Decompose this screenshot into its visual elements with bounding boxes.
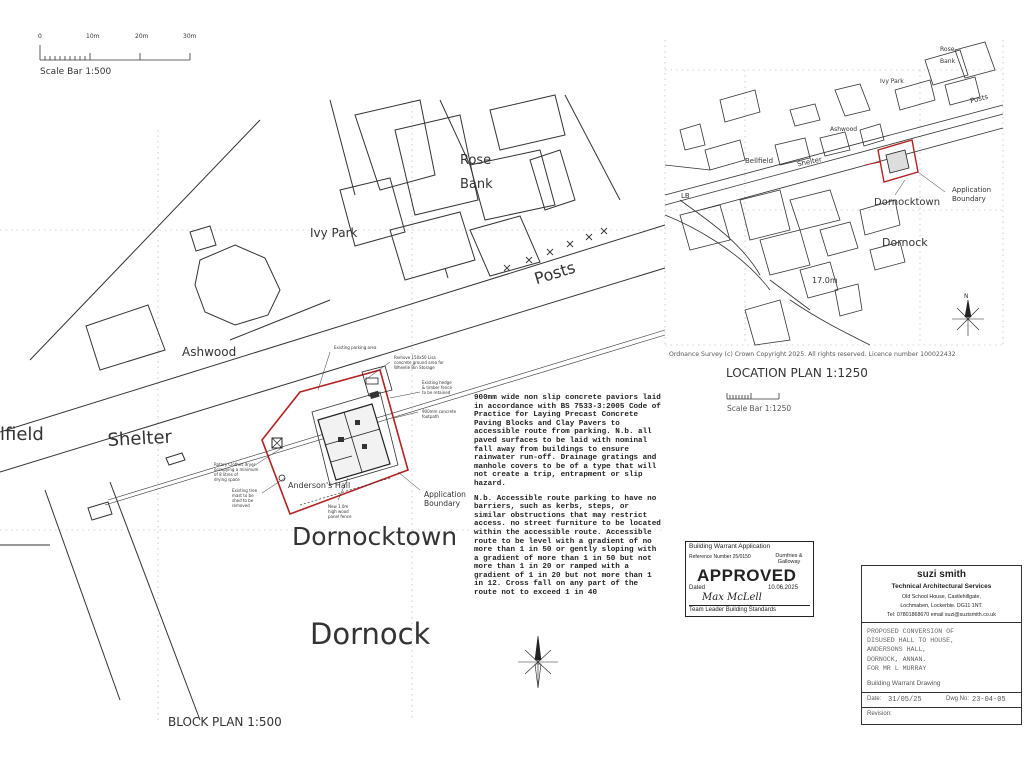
project-description: PROPOSED CONVERSION OF DISUSED HALL TO H…	[867, 628, 955, 672]
company-address: Old School House, Castlehillgate, Lochma…	[887, 594, 996, 618]
approval-stamp: Building Warrant Application Reference N…	[685, 541, 814, 617]
stamp-title: Building Warrant Application	[689, 543, 771, 550]
loc-dornocktown: Dornocktown	[874, 197, 941, 208]
revision-row: Revision:	[862, 707, 1021, 722]
location-north-arrow	[952, 299, 984, 336]
block-scale-caption: Scale Bar 1:500	[40, 67, 112, 77]
loc-north-label: N	[964, 293, 969, 300]
stamp-status: APPROVED	[697, 566, 797, 585]
block-side-road	[0, 481, 201, 721]
stamp-dated-label: Dated	[689, 585, 706, 591]
loc-copyright: Ordnance Survey (c) Crown Copyright 2025…	[669, 351, 956, 358]
company-service: Technical Architectural Services	[891, 583, 992, 590]
loc-lb: LB	[681, 192, 690, 200]
block-north-arrow	[518, 635, 558, 689]
loc-ivy-park: Ivy Park	[880, 78, 904, 85]
scale-tick-20: 20m	[135, 33, 149, 40]
location-scale-bar	[726, 393, 780, 400]
date-row: Date: 31/05/25 Dwg No: 23-04-05	[862, 692, 1021, 707]
loc-bank: Bank	[940, 58, 956, 65]
title-block-header: suzi smith Technical Architectural Servi…	[862, 566, 1021, 623]
loc-ashwood: Ashwood	[830, 126, 858, 133]
scale-tick-10: 10m	[86, 33, 100, 40]
notes-paragraph-1: 900mm wide non slip concrete paviors lai…	[474, 394, 661, 488]
label-rose: Rose	[460, 153, 492, 168]
loc-rose: Rose	[940, 46, 955, 53]
stamp-role: Team Leader Building Standards	[689, 605, 810, 613]
location-plan-title: LOCATION PLAN 1:1250	[726, 366, 868, 380]
label-bellfield: lfield	[0, 424, 44, 445]
block-scale-bar	[39, 45, 191, 61]
posts-markers	[503, 227, 608, 272]
label-dornock: Dornock	[310, 617, 431, 651]
label-ashwood: Ashwood	[182, 345, 237, 359]
location-application-site	[864, 139, 946, 196]
location-map-lines	[664, 41, 1004, 346]
loc-dornock: Dornock	[882, 236, 928, 249]
block-plan-grid	[0, 100, 665, 720]
company-name: suzi smith	[917, 569, 966, 580]
block-buildings	[29, 94, 621, 521]
block-leader-lines	[251, 351, 421, 501]
block-road	[0, 224, 666, 506]
scale-tick-30: 30m	[183, 33, 197, 40]
notes-paragraph-2: N.b. Accessible route parking to have no…	[474, 494, 661, 598]
stamp-date: 10.06.2025	[768, 585, 799, 591]
stamp-council: Dumfries & Galloway	[775, 553, 803, 565]
loc-scale-caption: Scale Bar 1:1250	[727, 404, 792, 413]
label-ivy-park: Ivy Park	[310, 226, 358, 240]
label-andersons-hall: Anderson's Hall	[288, 481, 351, 490]
block-application-site	[261, 365, 409, 516]
block-plan-title: BLOCK PLAN 1:500	[168, 715, 282, 729]
stamp-reference: Reference Number 25/0150	[689, 554, 751, 560]
callout-parking: Existing parking area	[334, 345, 377, 350]
label-bank: Bank	[460, 177, 493, 192]
scale-tick-0: 0	[38, 33, 42, 40]
label-shelter: Shelter	[107, 426, 173, 451]
title-block: suzi smith Technical Architectural Servi…	[861, 565, 1022, 725]
loc-level: 17.0m	[812, 276, 838, 285]
loc-bellfield: Bellfield	[745, 157, 774, 165]
stamp-signature: Max McLell	[702, 592, 762, 603]
label-dornocktown: Dornocktown	[292, 522, 458, 551]
drawing-type: Building Warrant Drawing	[867, 680, 941, 687]
construction-notes: 900mm wide non slip concrete paviors lai…	[474, 394, 664, 604]
